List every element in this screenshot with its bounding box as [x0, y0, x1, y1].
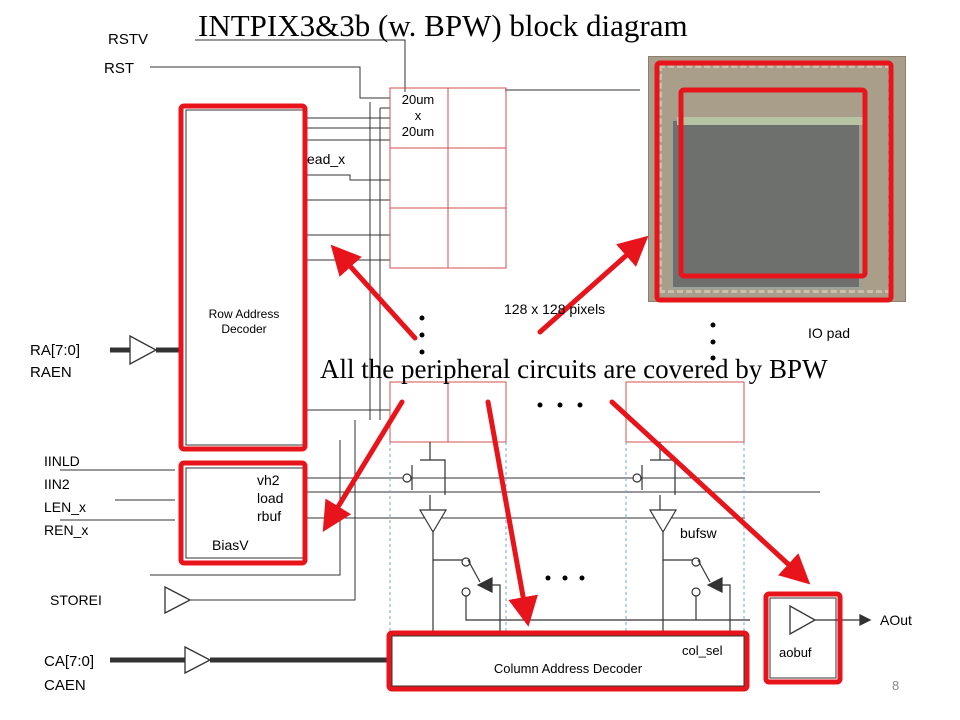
slide-caption: All the peripheral circuits are covered …	[320, 354, 828, 384]
page-number: 8	[892, 678, 900, 693]
signal-iin2: IIN2	[44, 476, 70, 492]
io-pad-label: IO pad	[808, 325, 850, 341]
signal-caen: CAEN	[44, 677, 86, 694]
input-buffers	[110, 334, 872, 675]
pixel-size-2: x	[415, 108, 422, 123]
pixel-array-grid	[389, 87, 745, 443]
bpw-highlights	[178, 60, 894, 692]
slide-title: INTPIX3&3b (w. BPW) block diagram	[198, 8, 688, 43]
signal-raen: RAEN	[30, 364, 72, 381]
highlight-io-pad	[654, 60, 894, 303]
column-decoder-label: Column Address Decoder	[494, 661, 643, 676]
biasv-vh2: vh2	[257, 472, 280, 488]
highlight-column-decoder	[386, 630, 750, 692]
biasv-load: load	[257, 490, 283, 506]
chip-peripheral-strip	[677, 117, 863, 125]
signal-iinld: IINLD	[44, 453, 80, 469]
aobuf-label: aobuf	[779, 645, 812, 660]
column-circuits	[402, 442, 750, 635]
signal-rst: RST	[104, 60, 134, 77]
row-decoder-label-2: Decoder	[221, 322, 266, 336]
pixel-array-label: 128 x 128 pixels	[504, 301, 605, 317]
signal-aout: AOut	[880, 612, 912, 628]
signal-ra: RA[7:0]	[30, 342, 80, 359]
highlight-row-decoder	[178, 103, 308, 452]
read-x-label: ead_x	[307, 151, 345, 167]
biasv-rbuf: rbuf	[257, 508, 281, 524]
signal-rstv: RSTV	[108, 31, 148, 48]
signal-ca: CA[7:0]	[44, 653, 94, 670]
bufsw-label: bufsw	[680, 525, 717, 541]
highlight-biasv	[178, 460, 308, 566]
highlight-pixel-area	[678, 87, 868, 279]
col-sel-label: col_sel	[682, 643, 723, 658]
signal-ren: REN_x	[44, 522, 88, 538]
ellipsis-dots	[419, 315, 716, 581]
highlight-aobuf	[763, 591, 843, 685]
column-rails	[389, 442, 745, 635]
biasv-label: BiasV	[212, 537, 249, 553]
chip-pixel-core	[671, 119, 861, 289]
pixel-size-3: 20um	[402, 124, 435, 139]
row-decoder-label-1: Row Address	[209, 307, 280, 321]
bpw-arrows	[322, 235, 811, 627]
pixel-size-1: 20um	[402, 92, 435, 107]
signal-len: LEN_x	[44, 499, 86, 515]
signal-storei: STOREI	[50, 592, 102, 608]
